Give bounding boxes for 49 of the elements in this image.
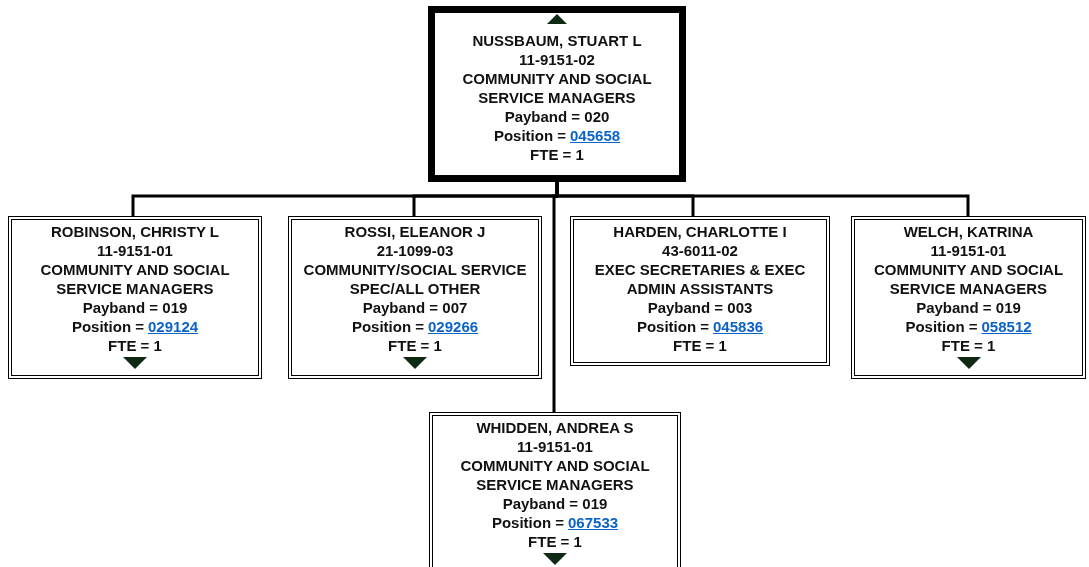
fte-text: FTE = 1 bbox=[108, 336, 162, 355]
employee-name: ROSSI, ELEANOR J bbox=[344, 222, 486, 241]
job-title: COMMUNITY/SOCIAL SERVICE SPEC/ALL OTHER bbox=[302, 260, 528, 298]
position-label: Position = bbox=[491, 513, 564, 532]
payband-text: Payband = 019 bbox=[916, 298, 1021, 317]
org-chart-card bbox=[8, 216, 262, 379]
job-title: COMMUNITY AND SOCIAL SERVICE MANAGERS bbox=[39, 260, 231, 298]
job-title: COMMUNITY AND SOCIAL SERVICE MANAGERS bbox=[459, 456, 651, 494]
position-label: Position = bbox=[636, 317, 709, 336]
position-link: 067533 bbox=[568, 513, 619, 532]
payband-text: Payband = 019 bbox=[82, 298, 188, 317]
position-label: Position = bbox=[351, 317, 424, 336]
job-title: COMMUNITY AND SOCIAL SERVICE MANAGERS bbox=[461, 69, 653, 107]
position-link: 045836 bbox=[713, 317, 764, 336]
org-chart-card bbox=[428, 6, 686, 182]
employee-name: HARDEN, CHARLOTTE I bbox=[613, 222, 787, 241]
position-label: Position = bbox=[905, 317, 978, 336]
employee-name: NUSSBAUM, STUART L bbox=[472, 31, 642, 50]
org-chart-card bbox=[570, 216, 830, 366]
fte-text: FTE = 1 bbox=[673, 336, 727, 355]
payband-text: Payband = 020 bbox=[504, 107, 610, 126]
occupation-code: 21-1099-03 bbox=[376, 241, 454, 260]
org-chart-card bbox=[851, 216, 1086, 379]
occupation-code: 11-9151-01 bbox=[930, 241, 1007, 260]
job-title: COMMUNITY AND SOCIAL SERVICE MANAGERS bbox=[872, 260, 1065, 298]
employee-name: ROBINSON, CHRISTY L bbox=[50, 222, 220, 241]
fte-text: FTE = 1 bbox=[941, 336, 996, 355]
occupation-code: 11-9151-02 bbox=[519, 50, 595, 69]
payband-text: Payband = 003 bbox=[647, 298, 753, 317]
position-link: 029266 bbox=[428, 317, 479, 336]
position-link: 058512 bbox=[981, 317, 1032, 336]
fte-text: FTE = 1 bbox=[530, 145, 584, 164]
job-title: EXEC SECRETARIES & EXEC ADMIN ASSISTANTS bbox=[593, 260, 807, 298]
position-link: 045658 bbox=[570, 126, 621, 145]
payband-text: Payband = 019 bbox=[502, 494, 608, 513]
fte-text: FTE = 1 bbox=[528, 532, 582, 551]
org-chart-card bbox=[288, 216, 542, 379]
occupation-code: 11-9151-01 bbox=[97, 241, 173, 260]
position-label: Position = bbox=[493, 126, 566, 145]
org-chart-card bbox=[429, 412, 681, 567]
employee-name: WHIDDEN, ANDREA S bbox=[476, 418, 634, 437]
employee-name: WELCH, KATRINA bbox=[903, 222, 1034, 241]
occupation-code: 43-6011-02 bbox=[662, 241, 738, 260]
payband-text: Payband = 007 bbox=[362, 298, 468, 317]
position-label: Position = bbox=[71, 317, 144, 336]
connector-line bbox=[552, 182, 559, 412]
position-link: 029124 bbox=[148, 317, 199, 336]
fte-text: FTE = 1 bbox=[388, 336, 442, 355]
occupation-code: 11-9151-01 bbox=[517, 437, 593, 456]
